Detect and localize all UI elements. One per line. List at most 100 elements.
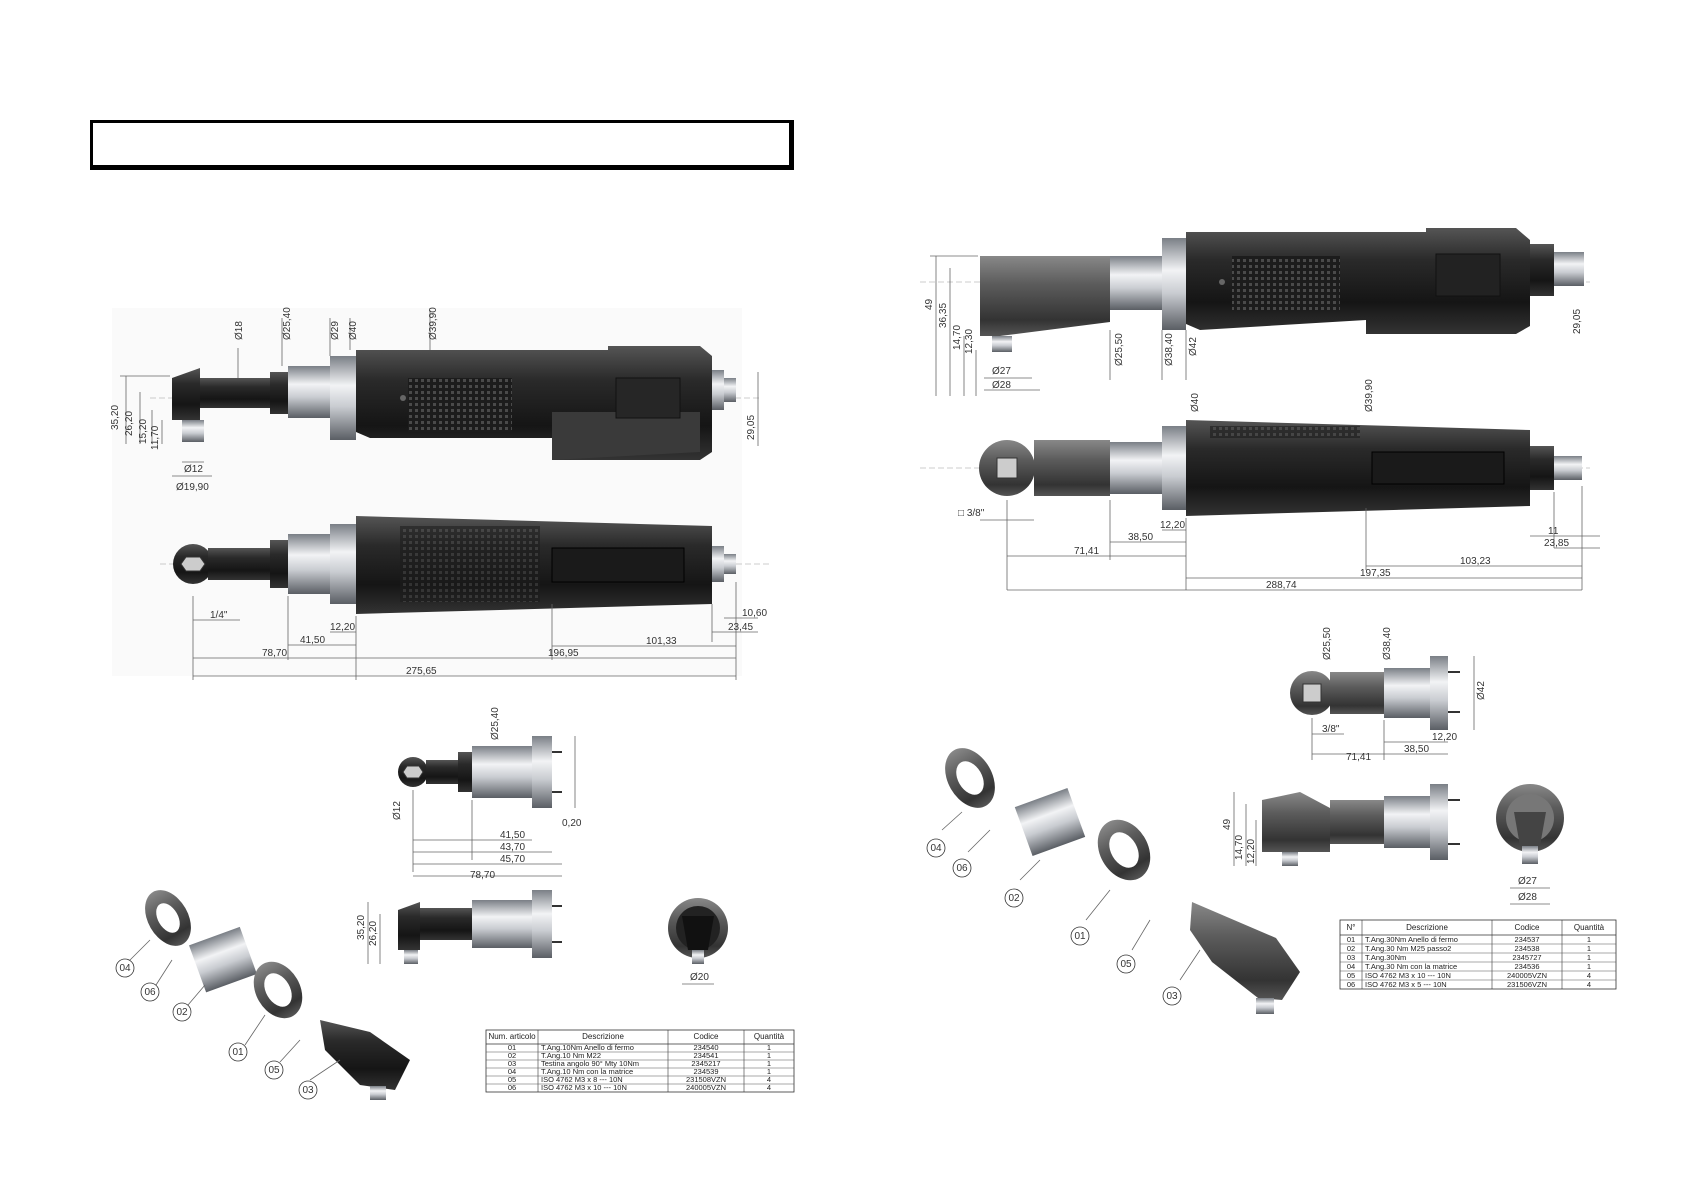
table-cell: T.Ang.10Nm Anello di fermo [541,1043,634,1052]
dim-35-20: 35,20 [110,405,121,430]
callout-label: 06 [144,987,156,998]
rd-d27: Ø27 [1518,876,1537,887]
callout-bubble: 02 [1004,888,1024,908]
table-cell: 1 [767,1059,771,1068]
rt-d27: Ø27 [992,366,1011,377]
rt-d25-50: Ø25,50 [1114,333,1125,366]
rt-d38-40: Ø38,40 [1164,333,1175,366]
table-cell: 04 [508,1067,516,1076]
rs-11: 11 [1548,526,1559,537]
table-cell: 231506VZN [1507,980,1547,989]
dim-d19-90: Ø19,90 [176,482,209,493]
dim-d12: Ø12 [184,464,203,475]
table-cell: T.Ang.10 Nm con la matrice [541,1067,633,1076]
callout-label: 04 [119,963,131,974]
rs-12-20: 12,20 [1160,520,1185,531]
table-cell: 234540 [693,1043,718,1052]
table-cell: 1 [767,1067,771,1076]
callout-label: 02 [1008,893,1020,904]
dim-41-50: 41,50 [300,635,325,646]
table-cell: 1 [767,1051,771,1060]
ld-35-20: 35,20 [356,915,367,940]
callout-label: 05 [1120,959,1132,970]
callout-bubble: 02 [172,1002,192,1022]
table-cell: 2345217 [691,1059,720,1068]
table-header: Codice [694,1032,719,1041]
dim-101-33: 101,33 [646,636,677,647]
table-cell: ISO 4762 M3 x 10 --- 10N [541,1083,627,1092]
callout-label: 01 [1074,931,1086,942]
ld-43-70: 43,70 [500,842,525,853]
table-cell: T.Ang.30Nm Anello di fermo [1365,935,1458,944]
dim-23-45: 23,45 [728,622,753,633]
callout-bubble: 06 [140,982,160,1002]
table-cell: 234537 [1514,935,1539,944]
rt-d28: Ø28 [992,380,1011,391]
title-frame [90,120,794,170]
dim-d39-90: Ø39,90 [428,307,439,340]
table-cell: 06 [508,1083,516,1092]
rs-197-35: 197,35 [1360,568,1391,579]
table-header: Descrizione [582,1032,624,1041]
table-cell: T.Ang.30Nm [1365,953,1406,962]
callout-label: 03 [302,1085,314,1096]
table-cell: 1 [1587,962,1591,971]
callout-label: 01 [232,1047,244,1058]
table-cell: 01 [508,1043,516,1052]
dim-11-70: 11,70 [150,425,161,450]
rt-36-35: 36,35 [938,303,949,328]
ld-45-70: 45,70 [500,854,525,865]
callout-label: 04 [930,843,942,854]
rt-49: 49 [924,298,935,310]
callout-bubble: 06 [952,858,972,878]
rs-103-23: 103,23 [1460,556,1491,567]
table-header: Quantità [754,1032,785,1041]
callout-bubble: 01 [228,1042,248,1062]
callout-bubble: 04 [115,958,135,978]
table-cell: 4 [767,1083,771,1092]
left-top-view: 35,20 26,20 15,20 11,70 Ø12 Ø19,90 29,05… [110,307,760,676]
table-cell: 01 [1347,935,1355,944]
dim-12-20: 12,20 [330,622,355,633]
table-cell: ISO 4762 M3 x 5 --- 10N [1365,980,1447,989]
rd-49: 49 [1222,818,1233,830]
dim-d40: Ø40 [348,321,359,340]
table-cell: 4 [767,1075,771,1084]
rd-d25-50: Ø25,50 [1322,627,1333,660]
dim-d18: Ø18 [234,321,245,340]
table-cell: 1 [1587,935,1591,944]
table-cell: 03 [1347,953,1355,962]
table-cell: 234541 [693,1051,718,1060]
rs-d40: Ø40 [1190,393,1201,412]
rd-38-50: 38,50 [1404,744,1429,755]
callout-bubble: 01 [1070,926,1090,946]
table-header: Quantità [1574,923,1605,932]
table-cell: T.Ang.30 Nm con la matrice [1365,962,1457,971]
ld-26-20: 26,20 [368,921,379,946]
table-header: Num. articolo [488,1032,536,1041]
rd-71-41: 71,41 [1346,752,1371,763]
dim-26-20: 26,20 [124,411,135,436]
dim-hex: 1/4" [210,610,228,621]
table-cell: 240005VZN [686,1083,726,1092]
rt-14-70: 14,70 [952,325,963,350]
table-cell: 234538 [1514,944,1539,953]
table-cell: 234536 [1514,962,1539,971]
table-cell: 03 [508,1059,516,1068]
dim-d29: Ø29 [330,321,341,340]
table-cell: 02 [508,1051,516,1060]
left-parts-table: Num. articolo Descrizione Codice Quantità 01… [485,1029,795,1093]
dim-d25-40: Ø25,40 [282,307,293,340]
table-header: N° [1347,923,1356,932]
table-cell: 05 [508,1075,516,1084]
table-cell: 1 [767,1043,771,1052]
rs-38-50: 38,50 [1128,532,1153,543]
table-cell: 231508VZN [686,1075,726,1084]
rd-12-20b: 12,20 [1246,839,1257,864]
right-detail-views: 3/8" 71,41 38,50 12,20 Ø42 Ø25,50 Ø38,40… [1222,627,1564,905]
table-cell: 240005VZN [1507,971,1547,980]
ld-d25-40: Ø25,40 [490,707,501,740]
table-cell: T.Ang.10 Nm M22 [541,1051,601,1060]
